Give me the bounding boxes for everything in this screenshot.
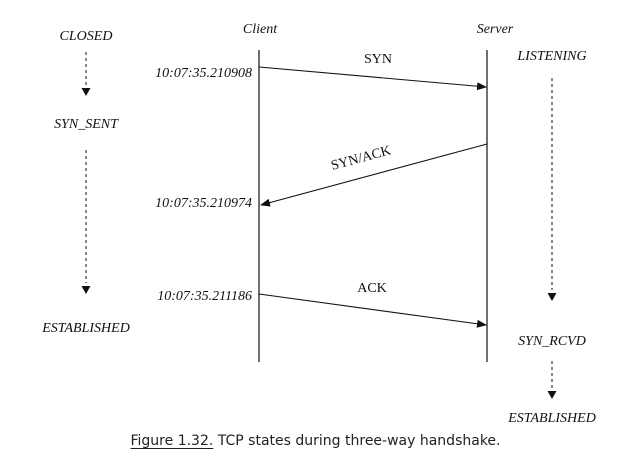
syn-ack-arrow <box>260 143 488 207</box>
message-ack: ACK <box>357 281 387 296</box>
client-state-closed: CLOSED <box>60 29 113 44</box>
client-title: Client <box>243 22 278 37</box>
syn-arrow <box>258 66 487 91</box>
figure-caption: Figure 1.32. TCP states during three-way… <box>0 433 631 449</box>
server-state-syn-rcvd: SYN_RCVD <box>518 334 586 349</box>
figure-caption-text: TCP states during three-way handshake. <box>217 433 501 449</box>
server-state-listening: LISTENING <box>516 49 586 64</box>
server-title: Server <box>477 22 514 37</box>
server-transition-2-arrowhead <box>547 391 557 399</box>
client-state-syn-sent: SYN_SENT <box>54 117 119 132</box>
client-state-established: ESTABLISHED <box>41 321 130 336</box>
timestamp-ack: 10:07:35.211186 <box>157 289 252 304</box>
server-transition-1-arrowhead <box>547 293 557 301</box>
client-transition-1-arrowhead <box>81 88 91 96</box>
ack-arrow <box>258 293 487 328</box>
message-syn-ack: SYN/ACK <box>329 143 392 173</box>
figure-label: Figure 1.32. <box>130 433 214 449</box>
message-syn: SYN <box>364 52 392 67</box>
client-transition-2-arrowhead <box>81 286 91 294</box>
timestamp-syn-ack: 10:07:35.210974 <box>155 196 252 211</box>
timestamp-syn: 10:07:35.210908 <box>155 66 252 81</box>
server-state-established: ESTABLISHED <box>507 411 596 426</box>
